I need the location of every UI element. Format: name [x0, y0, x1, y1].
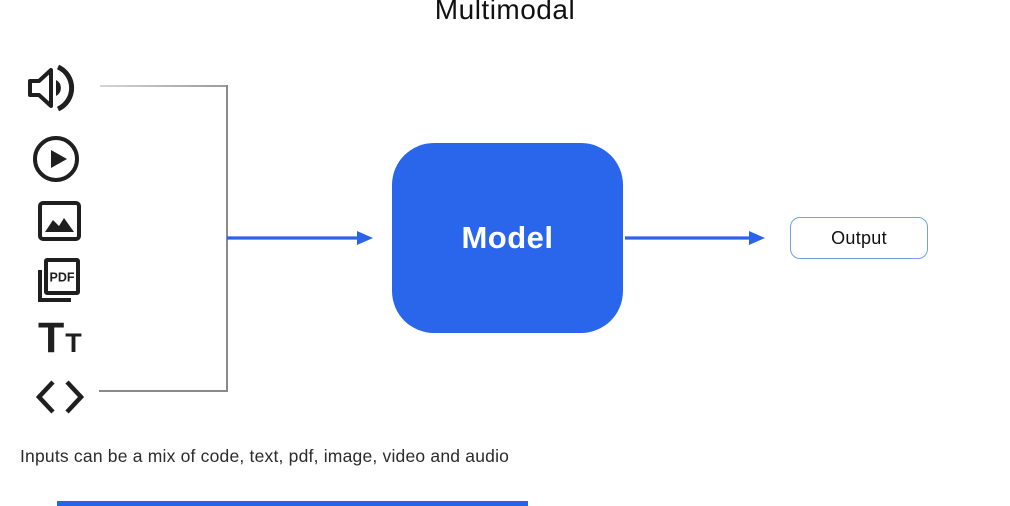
image-icon [36, 198, 82, 244]
code-icon-glyph [36, 380, 84, 414]
model-label: Model [461, 220, 554, 255]
pdf-icon-text: PDF [50, 271, 75, 285]
pdf-icon: PDF [31, 255, 83, 307]
text-icon-small-t: T [65, 328, 82, 358]
arrow-right-icon [625, 231, 765, 245]
video-progress-bar[interactable] [57, 501, 528, 506]
output-label: Output [831, 227, 887, 248]
code-icon [36, 379, 84, 415]
audio-icon [26, 62, 78, 114]
text-icon-large-t: T [38, 314, 65, 362]
pdf-icon-glyph: PDF [38, 258, 80, 302]
bracket-top-line [100, 85, 228, 87]
model-to-output-arrow [625, 228, 765, 253]
inputs-to-model-arrow [227, 228, 373, 253]
video-icon-glyph [33, 136, 79, 182]
model-box: Model [392, 143, 623, 333]
caption-text: Inputs can be a mix of code, text, pdf, … [20, 446, 510, 466]
image-icon-glyph [38, 201, 81, 241]
bracket-bottom-line [99, 390, 228, 392]
arrow-right-icon [227, 231, 373, 245]
text-icon: T T [38, 316, 88, 362]
output-box: Output [790, 217, 928, 259]
audio-icon-glyph [28, 64, 75, 112]
video-icon [31, 134, 81, 184]
diagram-title: Multimodal [434, 0, 576, 25]
